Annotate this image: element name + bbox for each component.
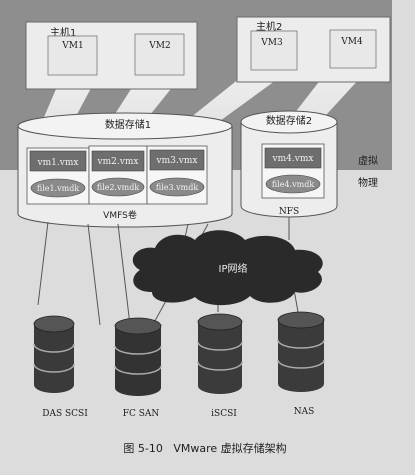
vm2-box [134,33,185,76]
ip-network-cloud: IP网络 [132,230,323,306]
vm4-label: VM4 [340,37,363,47]
vm1-vmx-label: vm1.vmx [37,158,79,168]
virtual-layer-label: 虚拟 [358,154,378,167]
vm3-box [250,30,298,71]
datastore2: 数据存储2 vm4.vmx file4.vmdk NFS [240,110,338,218]
nas-label: NAS [294,407,315,417]
datastore2-top [240,110,338,134]
datastore1-top [17,112,233,140]
iscsi-device: iSCSI [197,313,243,419]
datastore2-volume-label: NFS [279,207,299,217]
fc-san-device: FC SAN [114,317,162,419]
vm2-vmx-label: vm2.vmx [97,157,139,167]
cloud-shape [132,230,323,306]
line-ds1-das [37,221,49,306]
das-scsi-label: DAS SCSI [42,409,88,419]
vm3-label: VM3 [260,38,283,48]
vm1-label: VM1 [61,41,83,51]
vm4-vmx-label: vm4.vmx [272,154,314,164]
nas-device: NAS [277,311,325,417]
vm4-vmx-box [264,147,322,169]
host1: 主机1 VM1 VM2 [25,21,198,90]
physical-layer-label: 物理 [358,176,378,189]
fc-san-label: FC SAN [123,409,160,419]
vm1-box [47,35,98,76]
vm1-vmx-box [29,150,87,172]
vm2-label: VM2 [148,41,170,51]
host2: 主机2 VM3 VM4 [236,16,391,83]
file1-vmdk-disk [30,178,86,198]
datastore2-label: 数据存储2 [266,114,312,127]
file4-vmdk-disk [265,174,321,194]
file4-vmdk-label: file4.vmdk [272,180,314,189]
iscsi-label: iSCSI [211,409,237,419]
vm4-box [329,29,377,69]
line-ds1-fcsan-b [117,223,131,326]
das-scsi-device: DAS SCSI [33,315,88,419]
file3-vmdk-disk [149,177,205,197]
file3-vmdk-label: file3.vmdk [156,183,198,192]
file1-vmdk-label: file1.vmdk [37,184,79,193]
vm3-vmx-label: vm3.vmx [156,156,198,166]
datastore1-volume-label: VMFS卷 [103,209,137,221]
line-ds1-fcsan-a [87,223,101,326]
file2-vmdk-disk [91,177,145,197]
figure-caption: 图 5-10 VMware 虚拟存储架构 [123,441,286,455]
host2-label: 主机2 [256,20,282,33]
datastore1-label: 数据存储1 [105,118,151,131]
file2-vmdk-label: file2.vmdk [97,183,139,192]
vm3-vmx-box [149,149,205,171]
network-label: IP网络 [219,262,248,275]
datastore1: 数据存储1 vm1.vmx file1.vmdk vm2.vmx file2.v… [17,112,233,228]
vm2-vmx-box [91,150,145,172]
